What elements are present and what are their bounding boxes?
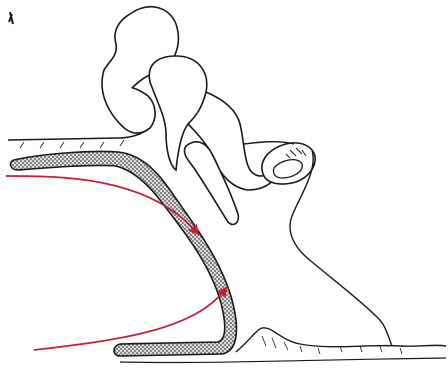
upper-plate-hatch: [20, 140, 124, 148]
corner-mark: [9, 12, 13, 24]
floor-bottom-line: [120, 358, 446, 363]
lower-arrow: [34, 288, 226, 350]
